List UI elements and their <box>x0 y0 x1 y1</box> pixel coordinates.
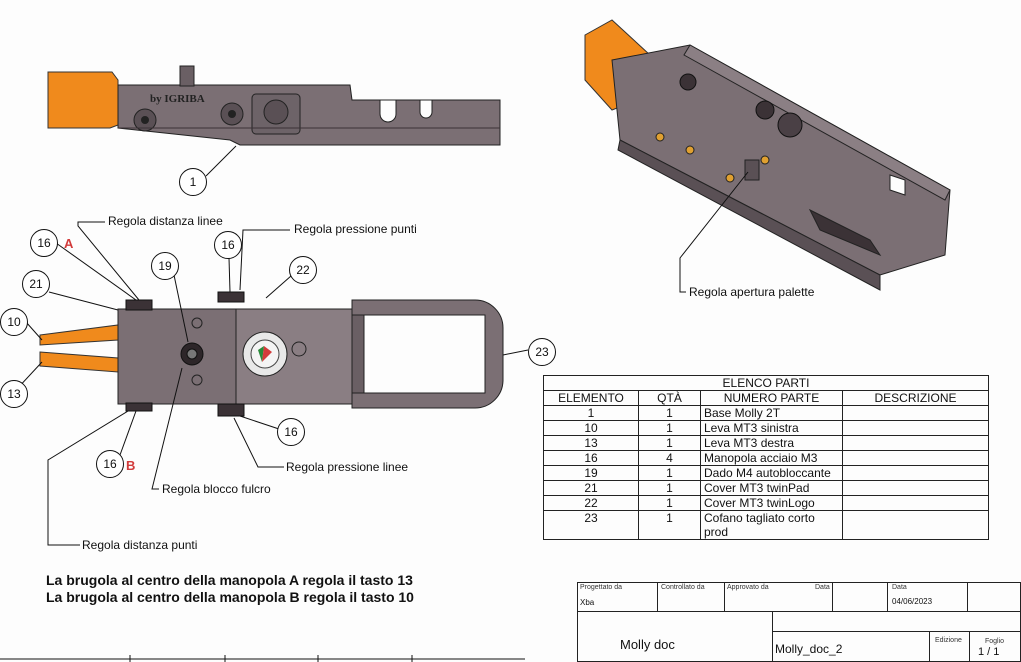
label-regola-blocco-fulcro: Regola blocco fulcro <box>162 482 271 496</box>
brand-engraving: by IGRIBA <box>150 93 205 105</box>
parts-list-title-row: ELENCO PARTI <box>543 375 989 391</box>
cell-descrizione <box>842 495 989 511</box>
parts-list-table: ELENCO PARTI ELEMENTO QTÀ NUMERO PARTE D… <box>543 375 989 540</box>
cell-descrizione <box>842 435 989 451</box>
side-view-illustration <box>47 65 501 146</box>
note-manopola-b: La brugola al centro della manopola B re… <box>46 589 414 605</box>
label-controllato-da: Controllato da <box>661 584 705 591</box>
header-qta: QTÀ <box>638 390 701 406</box>
callout-19: 19 <box>151 252 179 280</box>
cell-numero-parte: Cover MT3 twinPad <box>700 480 843 496</box>
cell-elemento: 22 <box>543 495 639 511</box>
label-data-1: Data <box>815 584 830 591</box>
value-progettato-da: Xba <box>580 598 595 607</box>
cell-descrizione <box>842 450 989 466</box>
callout-21: 21 <box>22 270 50 298</box>
label-regola-pressione-linee: Regola pressione linee <box>286 460 409 474</box>
cell-qta: 1 <box>638 465 701 481</box>
cell-qta: 1 <box>638 420 701 436</box>
label-regola-pressione-punti: Regola pressione punti <box>294 222 417 236</box>
cell-qta: 1 <box>638 435 701 451</box>
parts-list-title: ELENCO PARTI <box>543 375 989 391</box>
callout-1: 1 <box>179 168 207 196</box>
callout-10: 10 <box>0 308 28 336</box>
marker-b: B <box>126 458 136 473</box>
cell-qta: 1 <box>638 495 701 511</box>
cell-descrizione <box>842 480 989 496</box>
cell-descrizione <box>842 465 989 481</box>
callout-13: 13 <box>0 380 28 408</box>
cell-qta: 1 <box>638 510 701 540</box>
parts-list-header-row: ELEMENTO QTÀ NUMERO PARTE DESCRIZIONE <box>543 390 989 406</box>
cell-descrizione <box>842 405 989 421</box>
cell-elemento: 19 <box>543 465 639 481</box>
marker-a: A <box>64 236 74 251</box>
label-foglio: Foglio <box>985 638 1005 645</box>
isometric-view-illustration <box>584 19 951 291</box>
cell-numero-parte: Cofano tagliato corto prod <box>700 510 843 540</box>
cell-elemento: 1 <box>543 405 639 421</box>
header-numero-parte: NUMERO PARTE <box>700 390 843 406</box>
cell-elemento: 16 <box>543 450 639 466</box>
callout-22: 22 <box>289 256 317 284</box>
cell-elemento: 10 <box>543 420 639 436</box>
label-regola-distanza-punti: Regola distanza punti <box>82 538 198 552</box>
label-regola-apertura-palette: Regola apertura palette <box>689 285 815 299</box>
callout-16-b: 16 <box>96 450 124 478</box>
cell-numero-parte: Base Molly 2T <box>700 405 843 421</box>
leader-lines <box>15 221 529 546</box>
cell-numero-parte: Cover MT3 twinLogo <box>700 495 843 511</box>
label-regola-distanza-linee: Regola distanza linee <box>108 214 223 228</box>
cell-numero-parte: Manopola acciaio M3 <box>700 450 843 466</box>
callout-16-bottom: 16 <box>277 418 305 446</box>
cell-descrizione <box>842 510 989 540</box>
callout-16-a: 16 <box>30 229 58 257</box>
header-elemento: ELEMENTO <box>543 390 639 406</box>
title-block-grid <box>577 582 1021 662</box>
label-edizione: Edizione <box>935 637 962 644</box>
cell-descrizione <box>842 420 989 436</box>
label-approvato-da: Approvato da <box>727 584 769 591</box>
cell-numero-parte: Leva MT3 sinistra <box>700 420 843 436</box>
cell-elemento: 23 <box>543 510 639 540</box>
value-data: 04/06/2023 <box>892 597 933 606</box>
header-descrizione: DESCRIZIONE <box>842 390 989 406</box>
cell-elemento: 13 <box>543 435 639 451</box>
doc-title: Molly doc <box>620 637 675 652</box>
value-foglio: 1 / 1 <box>978 646 1000 658</box>
cell-qta: 1 <box>638 480 701 496</box>
label-data-2: Data <box>892 584 907 591</box>
cell-numero-parte: Leva MT3 destra <box>700 435 843 451</box>
note-manopola-a: La brugola al centro della manopola A re… <box>46 572 413 588</box>
callout-23: 23 <box>528 338 556 366</box>
doc-number: Molly_doc_2 <box>775 642 843 656</box>
cell-qta: 1 <box>638 405 701 421</box>
label-progettato-da: Progettato da <box>580 584 623 591</box>
plan-view-illustration <box>39 291 504 417</box>
callout-16-top: 16 <box>214 231 242 259</box>
cell-qta: 4 <box>638 450 701 466</box>
cell-elemento: 21 <box>543 480 639 496</box>
cell-numero-parte: Dado M4 autobloccante <box>700 465 843 481</box>
